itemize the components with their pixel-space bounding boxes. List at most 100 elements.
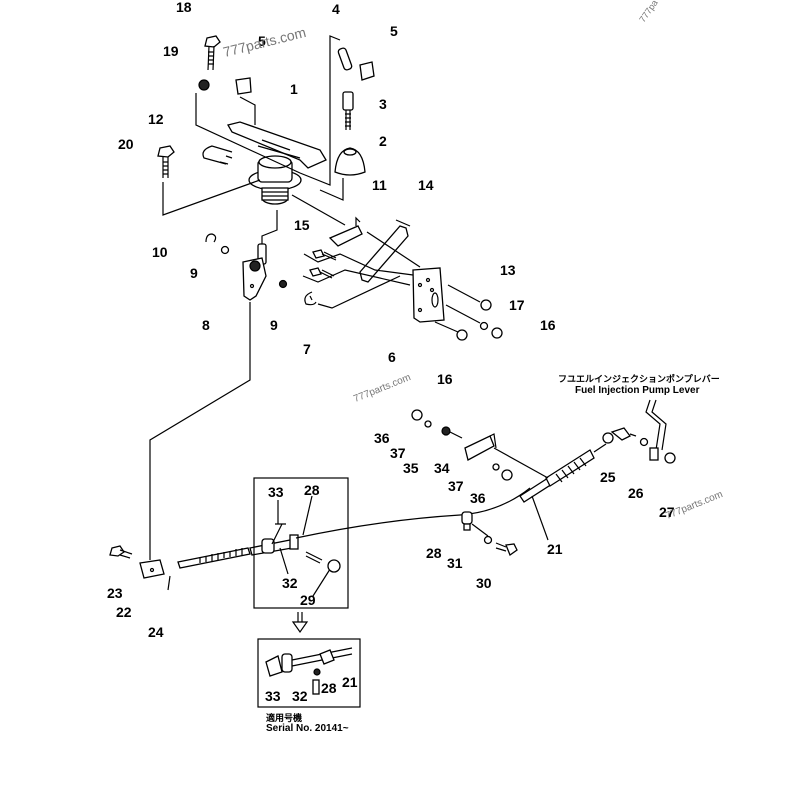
callout-33a: 33 xyxy=(268,484,284,500)
pump-lever-outline xyxy=(645,399,667,461)
washer-part-31 xyxy=(483,535,493,545)
nut-part-19 xyxy=(198,79,210,91)
callout-30: 30 xyxy=(476,575,492,591)
assembly-line xyxy=(195,35,341,186)
assembly-line xyxy=(317,275,401,309)
bolt-part-23 xyxy=(109,545,133,559)
callout-6: 6 xyxy=(388,349,396,365)
washer-part-17 xyxy=(479,321,489,331)
pin-part-4 xyxy=(337,47,353,71)
title-japanese: フユエルインジェクションポンプレバー xyxy=(558,374,720,384)
clamp-part-28 xyxy=(461,511,473,531)
washer-part-37a xyxy=(424,420,432,428)
callout-25: 25 xyxy=(600,469,616,485)
callout-20: 20 xyxy=(118,136,134,152)
callout-24: 24 xyxy=(148,624,164,640)
callout-2: 2 xyxy=(379,133,387,149)
clip-part-5 xyxy=(235,61,375,95)
washer-part-26 xyxy=(639,437,649,447)
callout-37a: 37 xyxy=(390,445,406,461)
lever-arm-part-8 xyxy=(242,243,267,301)
callout-37b: 37 xyxy=(448,478,464,494)
title-english: Fuel Injection Pump Lever xyxy=(575,385,700,396)
callout-34: 34 xyxy=(434,460,450,476)
nut-part-16a xyxy=(491,327,503,339)
callout-32b: 32 xyxy=(292,688,308,704)
washer-part-37b xyxy=(492,463,500,471)
bolts-part-15 xyxy=(309,249,337,279)
callout-21b: 21 xyxy=(342,674,358,690)
pedal-lever-part-1 xyxy=(227,121,327,169)
ball-joint-part-25 xyxy=(602,427,637,444)
callout-35: 35 xyxy=(403,460,419,476)
nut-part-27 xyxy=(664,452,676,464)
callout-16a: 16 xyxy=(540,317,556,333)
serial-japanese: 適用号機 xyxy=(266,713,303,723)
callout-4: 4 xyxy=(332,1,340,17)
callout-7: 7 xyxy=(303,341,311,357)
block-part-22 xyxy=(139,559,165,579)
callout-21a: 21 xyxy=(547,541,563,557)
nut-part-36b xyxy=(501,469,513,481)
callout-9a: 9 xyxy=(190,265,198,281)
clip-part-7 xyxy=(304,291,317,306)
callout-10: 10 xyxy=(152,244,168,260)
detail-cable-view xyxy=(265,647,353,695)
bolt-part-20 xyxy=(157,145,175,178)
nut-part-13 xyxy=(480,299,492,311)
callout-11: 11 xyxy=(372,177,387,193)
callout-17: 17 xyxy=(509,297,525,313)
nut-part-16b xyxy=(456,329,468,341)
assembly-line xyxy=(471,523,489,537)
bolt-part-18 xyxy=(204,35,221,71)
callout-8: 8 xyxy=(202,317,210,333)
bracket-part-34 xyxy=(464,433,497,461)
callout-29: 29 xyxy=(300,592,316,608)
bolt-part-35 xyxy=(441,426,463,439)
mount-plate-part-6 xyxy=(412,267,445,323)
assembly-line xyxy=(493,447,549,479)
callout-3: 3 xyxy=(379,96,387,112)
boot-part-2 xyxy=(334,147,366,176)
leader-21 xyxy=(531,495,549,541)
assembly-line xyxy=(366,231,481,333)
callout-28a: 28 xyxy=(304,482,320,498)
callout-13: 13 xyxy=(500,262,516,278)
arrow-down-icon xyxy=(291,612,309,634)
callout-26: 26 xyxy=(628,485,644,501)
cable-part-21 xyxy=(177,443,607,569)
lever-hub-assembly xyxy=(248,155,302,205)
detail-box-serial xyxy=(257,638,361,708)
callout-19: 19 xyxy=(163,43,179,59)
assembly-line xyxy=(149,302,251,560)
leader-32 xyxy=(279,547,289,575)
leader-33 xyxy=(271,500,286,545)
assembly-line xyxy=(291,194,346,226)
bolt-part-29 xyxy=(305,551,341,573)
callout-5a: 5 xyxy=(258,33,266,49)
nut-part-9a xyxy=(220,245,230,255)
callout-31: 31 xyxy=(447,555,463,571)
nut-part-36a xyxy=(411,409,423,421)
bolt-part-30 xyxy=(495,542,518,557)
callout-32a: 32 xyxy=(282,575,298,591)
callout-1: 1 xyxy=(290,81,298,97)
callout-36b: 36 xyxy=(470,490,486,506)
assembly-line xyxy=(239,96,256,125)
callout-23: 23 xyxy=(107,585,123,601)
assembly-line xyxy=(302,253,414,286)
pin-part-24 xyxy=(167,575,171,591)
assembly-line xyxy=(319,178,344,201)
callout-15: 15 xyxy=(294,217,310,233)
callout-5b: 5 xyxy=(390,23,398,39)
serial-number-text: Serial No. 20141~ xyxy=(266,723,349,734)
callout-28c: 28 xyxy=(321,680,337,696)
callout-14: 14 xyxy=(418,177,434,193)
plate-part-14 xyxy=(359,219,411,283)
callout-27: 27 xyxy=(659,504,675,520)
callout-28b: 28 xyxy=(426,545,442,561)
rod-end-part-3 xyxy=(342,91,354,130)
callout-12: 12 xyxy=(148,111,164,127)
leader-28 xyxy=(302,495,313,536)
